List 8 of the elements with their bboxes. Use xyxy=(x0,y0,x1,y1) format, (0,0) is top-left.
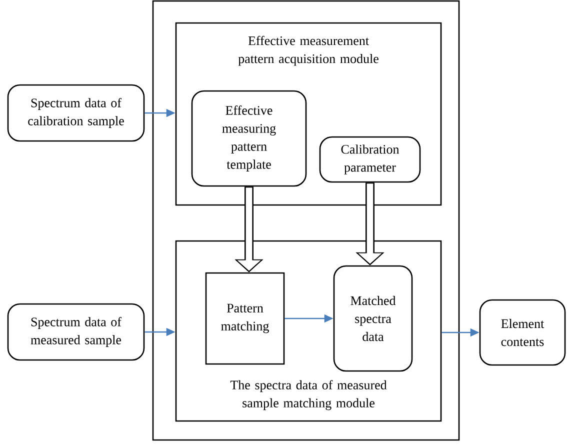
rounded-box: Effective measuring pattern template xyxy=(191,90,307,187)
rounded-box: Element contents xyxy=(479,299,566,366)
rounded-box: Spectrum data of calibration sample xyxy=(7,84,145,142)
rounded-box: Calibration parameter xyxy=(319,136,421,183)
process-box: Pattern matching xyxy=(205,272,285,365)
frame-box xyxy=(152,0,460,441)
rounded-box: Matched spectra data xyxy=(333,265,413,372)
rounded-box: Spectrum data of measured sample xyxy=(7,303,145,361)
